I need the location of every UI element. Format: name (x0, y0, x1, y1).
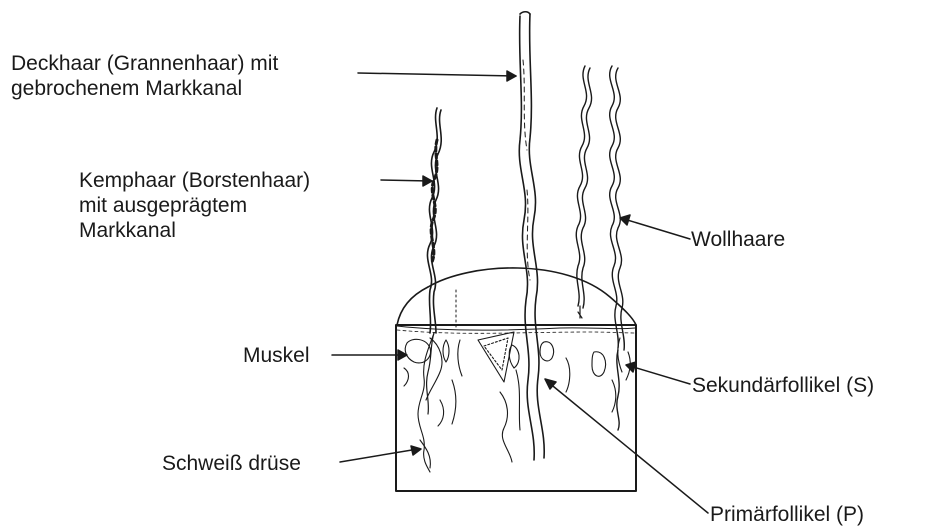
label-sekundaerfollikel: Sekundärfollikel (S) (692, 373, 874, 398)
label-primaerfollikel: Primärfollikel (P) (710, 502, 864, 527)
wollhaare-hairs (576, 66, 624, 430)
label-schweissdruese: Schweiß drüse (162, 451, 301, 476)
label-wollhaare: Wollhaare (691, 227, 785, 252)
label-wollhaare-text: Wollhaare (691, 227, 785, 252)
label-primaerfollikel-text: Primärfollikel (P) (710, 502, 864, 527)
label-deckhaar-line2: gebrochenem Markkanal (11, 76, 278, 101)
label-muskel: Muskel (243, 343, 310, 368)
label-deckhaar: Deckhaar (Grannenhaar) mit gebrochenem M… (11, 51, 278, 101)
label-muskel-text: Muskel (243, 343, 310, 368)
label-sekundaerfollikel-text: Sekundärfollikel (S) (692, 373, 874, 398)
label-kemphaar-line3: Markkanal (79, 218, 310, 243)
label-deckhaar-line1: Deckhaar (Grannenhaar) mit (11, 51, 278, 76)
deckhaar-hair (519, 12, 544, 460)
label-kemphaar-line1: Kemphaar (Borstenhaar) (79, 168, 310, 193)
label-schweissdruese-text: Schweiß drüse (162, 451, 301, 476)
label-kemphaar-line2: mit ausgeprägtem (79, 193, 310, 218)
kemphaar-hair (427, 108, 442, 414)
label-kemphaar: Kemphaar (Borstenhaar) mit ausgeprägtem … (79, 168, 310, 243)
skin-block (396, 268, 636, 491)
skin-internal-structures (404, 332, 630, 472)
